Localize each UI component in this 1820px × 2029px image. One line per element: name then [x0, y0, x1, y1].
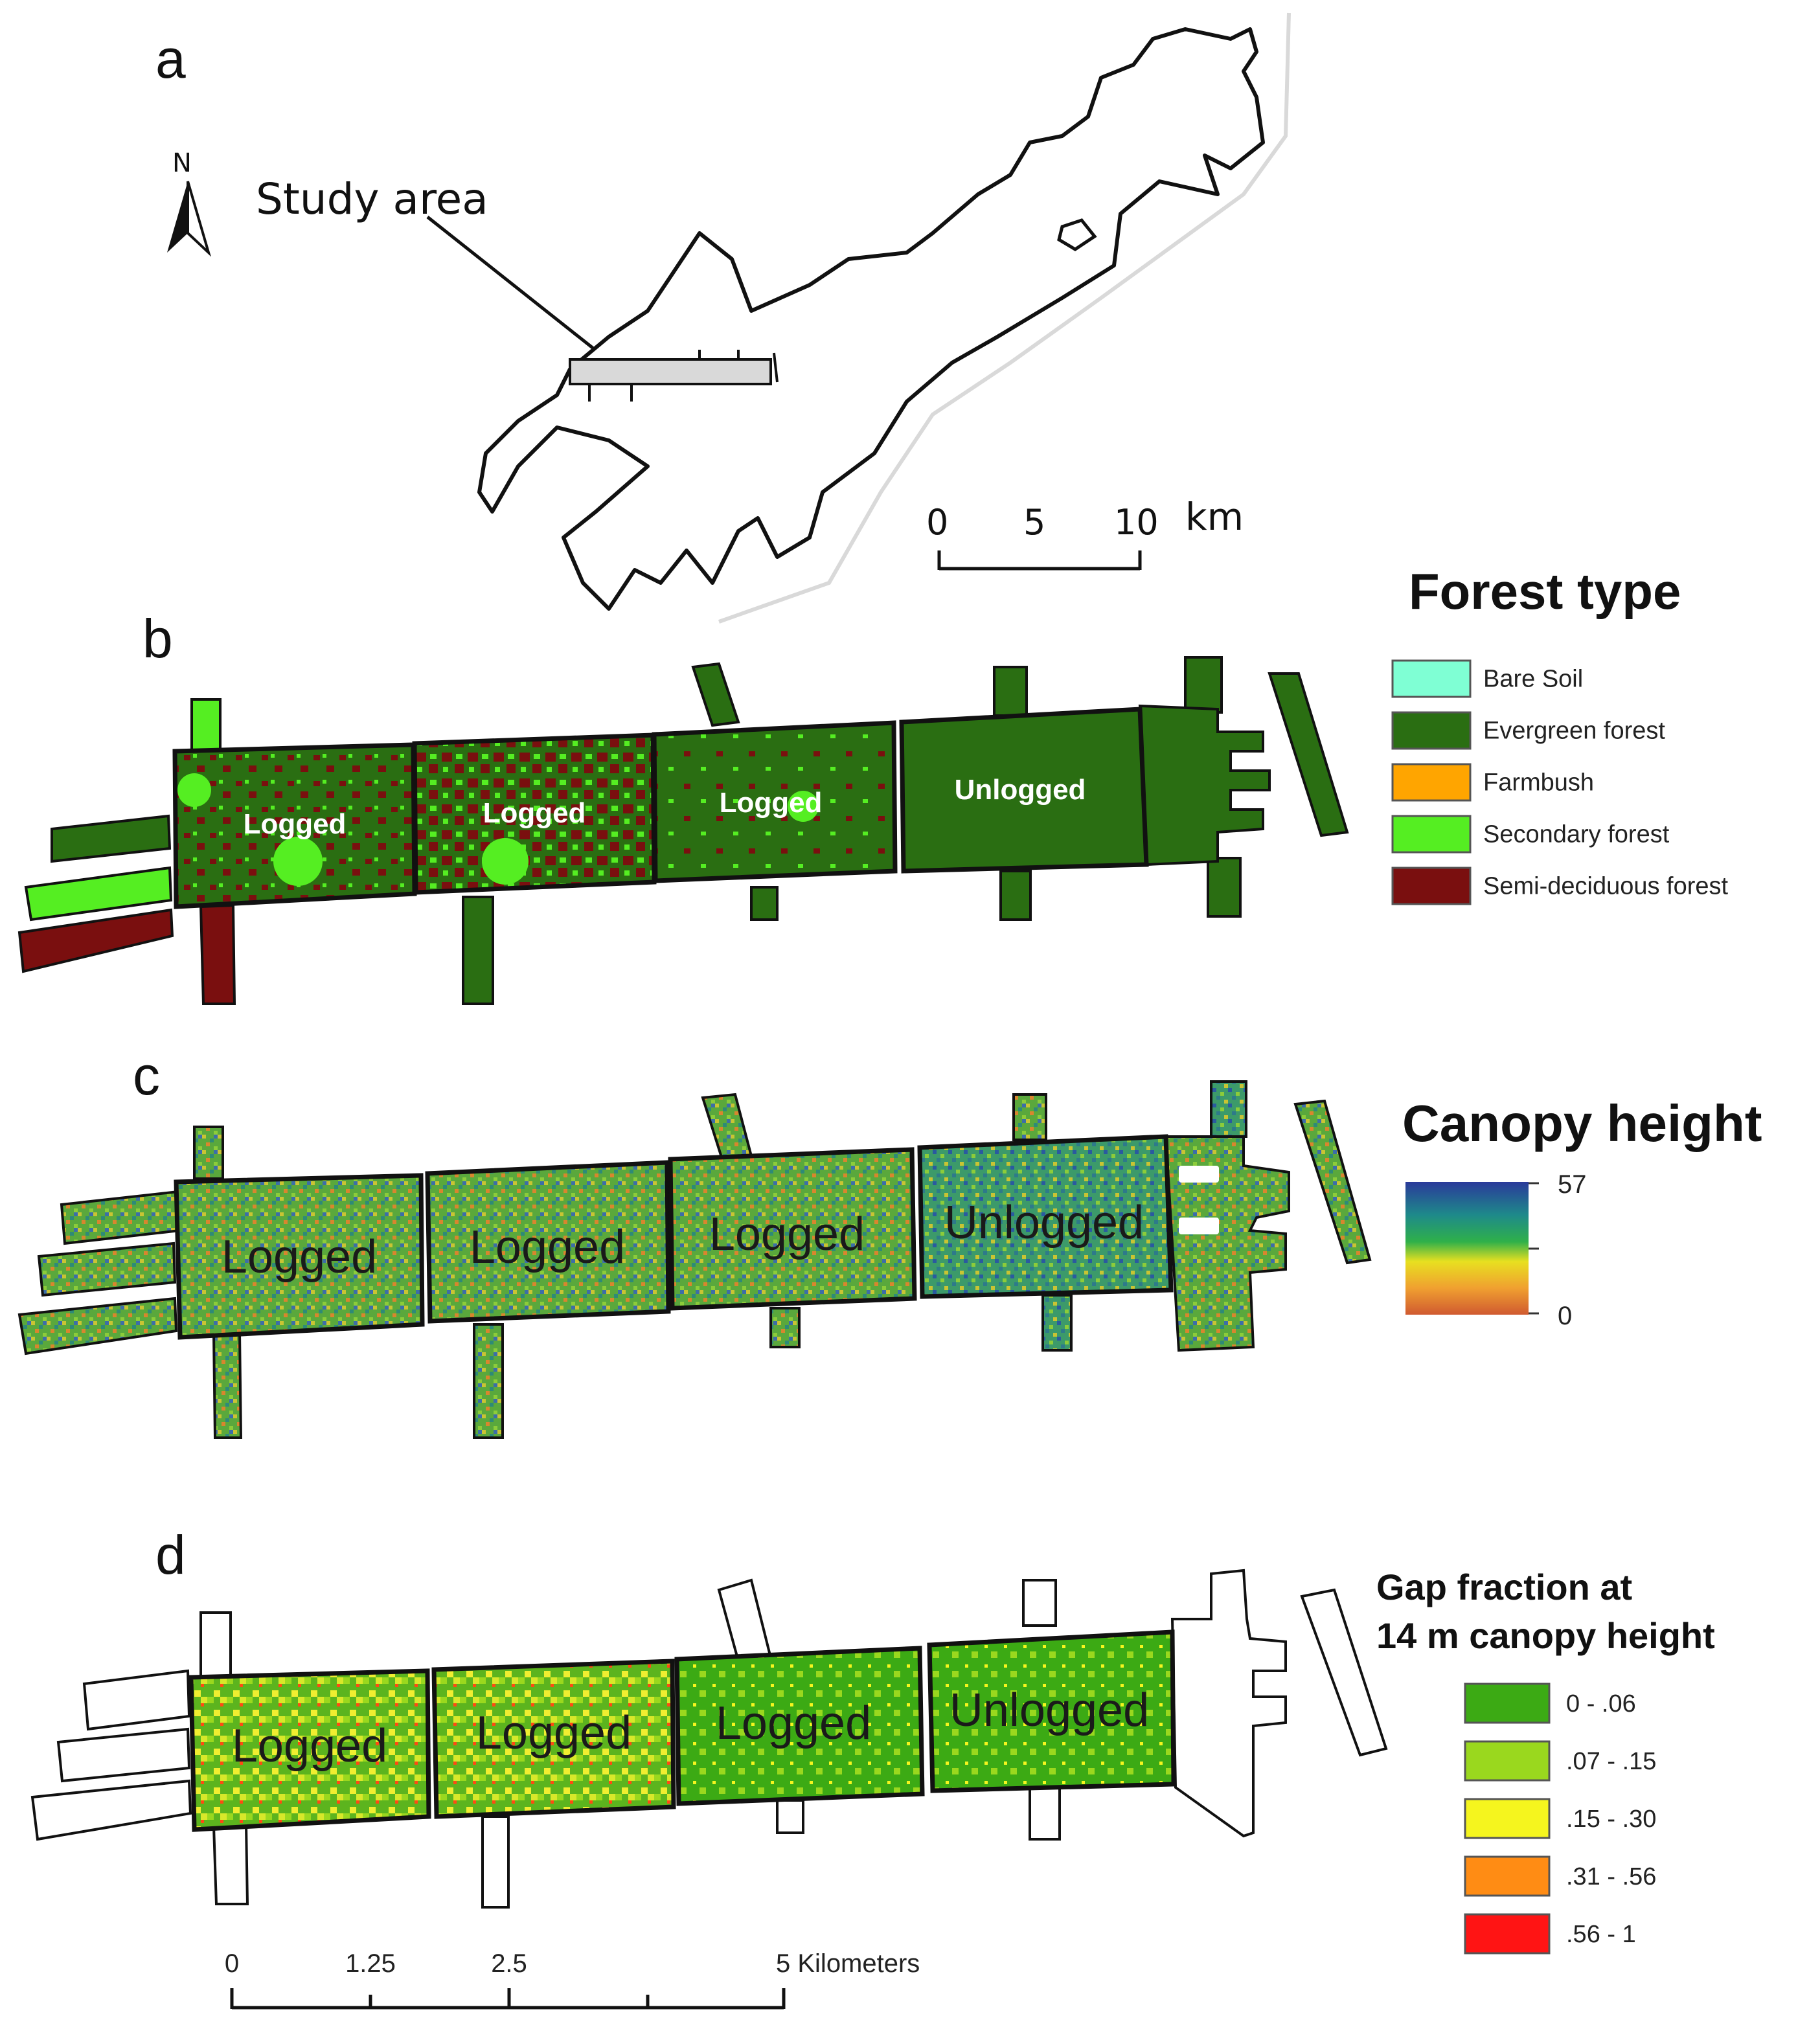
b-zone-label-1: Logged: [244, 808, 347, 840]
forest-type-legend-swatch-3: [1391, 815, 1472, 854]
gap-fraction-legend-swatch-4: [1464, 1913, 1551, 1955]
d-block-2: [431, 1659, 676, 1819]
panel-b-label: b: [142, 608, 173, 669]
b-block-3: [652, 720, 898, 883]
c-block-3: [668, 1147, 917, 1311]
forest-type-legend-swatch-2: [1391, 763, 1472, 802]
forest-type-legend-label-1: Evergreen forest: [1483, 717, 1665, 744]
gap-fraction-legend-label-0: 0 - .06: [1566, 1690, 1636, 1717]
forest-type-legend-title: Forest type: [1409, 563, 1681, 620]
gap-fraction-legend-swatch-0: [1464, 1683, 1551, 1724]
study-area-label: Study area: [256, 174, 488, 224]
study-area-pointer: [426, 216, 600, 354]
forest-type-legend-label-2: Farmbush: [1483, 769, 1594, 796]
c-block-4: [917, 1134, 1174, 1299]
gap-fraction-legend-label-2: .15 - .30: [1566, 1806, 1656, 1833]
forest-type-legend-label-4: Semi-deciduous forest: [1483, 872, 1729, 900]
forest-type-legend-swatch-0: [1391, 659, 1472, 698]
d-zone-label-4: Unlogged: [950, 1684, 1149, 1736]
region-outline: [477, 27, 1265, 611]
panel-d-label: d: [155, 1525, 186, 1585]
panel-a: a N Study area 0 5 1: [155, 12, 1291, 624]
c-block-2: [425, 1160, 671, 1324]
forest-type-legend-label-3: Secondary forest: [1483, 821, 1670, 848]
forest-type-legend-swatch-4: [1391, 867, 1472, 905]
north-arrow: N: [167, 148, 211, 257]
gap-fraction-legend-title-2: 14 m canopy height: [1376, 1615, 1715, 1656]
north-arrow-icon: [167, 181, 188, 253]
panel-c-label: c: [133, 1045, 160, 1106]
panel-d-scale-bar: 0 1.25 2.5 5 Kilometers: [225, 1949, 920, 2010]
c-zone-label-1: Logged: [222, 1231, 377, 1283]
panel-a-label: a: [155, 28, 186, 89]
c-block-1: [174, 1173, 425, 1340]
scale-d-tick-3: 5 Kilometers: [776, 1949, 920, 1978]
gap-fraction-legend-swatch-2: [1464, 1798, 1551, 1839]
canopy-height-min: 0: [1558, 1302, 1572, 1330]
canopy-height-colorbar: [1405, 1182, 1529, 1315]
north-arrow-letter: N: [172, 148, 192, 178]
b-block-4: [899, 707, 1149, 874]
panel-d: d Logged Logged Logged Unlogged Gap frac…: [30, 1525, 1715, 2010]
gap-fraction-legend-swatch-1: [1464, 1740, 1551, 1782]
scale-a-unit: km: [1185, 495, 1244, 539]
scale-d-tick-1: 1.25: [345, 1949, 396, 1978]
panel-c-map: [17, 1080, 1372, 1439]
gap-fraction-legend-title-1: Gap fraction at: [1376, 1567, 1632, 1607]
scale-a-tick-5: 5: [1023, 502, 1045, 543]
scale-a-tick-0: 0: [926, 502, 948, 543]
b-zone-label-2: Logged: [483, 797, 586, 829]
d-block-3: [674, 1646, 925, 1806]
c-zone-label-3: Logged: [709, 1208, 865, 1260]
scale-d-tick-0: 0: [225, 1949, 239, 1978]
c-zone-label-2: Logged: [470, 1221, 625, 1273]
scale-a-tick-10: 10: [1114, 502, 1159, 543]
study-area-strip: [569, 358, 772, 385]
panel-c: c Logged Logged Logged U: [17, 1045, 1762, 1439]
panel-a-scale-bar: 0 5 10 km: [926, 495, 1244, 571]
gap-fraction-legend-swatch-3: [1464, 1855, 1551, 1897]
d-block-1: [188, 1668, 431, 1832]
gap-fraction-legend-label-1: .07 - .15: [1566, 1748, 1656, 1775]
canopy-height-legend-title: Canopy height: [1402, 1094, 1762, 1152]
gap-fraction-legend-label-3: .31 - .56: [1566, 1863, 1656, 1890]
b-zone-label-4: Unlogged: [955, 774, 1086, 806]
d-block-4: [927, 1629, 1176, 1793]
coastline: [718, 12, 1291, 624]
scale-d-tick-2: 2.5: [491, 1949, 527, 1978]
canopy-height-max: 57: [1558, 1170, 1587, 1199]
d-zone-label-2: Logged: [476, 1707, 631, 1759]
d-zone-label-3: Logged: [716, 1697, 871, 1749]
gap-fraction-legend-label-4: .56 - 1: [1566, 1921, 1636, 1948]
forest-type-legend-label-0: Bare Soil: [1483, 665, 1583, 692]
panel-b: b: [17, 563, 1729, 1005]
forest-type-legend-swatch-1: [1391, 711, 1472, 750]
canopy-height-legend: Canopy height 57 0: [1402, 1094, 1762, 1330]
c-zone-label-4: Unlogged: [944, 1197, 1144, 1249]
panel-b-map: [17, 656, 1349, 1005]
b-zone-label-3: Logged: [720, 787, 823, 819]
panel-d-map: [30, 1569, 1388, 1909]
gap-fraction-legend: Gap fraction at 14 m canopy height 0 - .…: [1376, 1567, 1715, 1955]
d-zone-label-1: Logged: [232, 1720, 387, 1772]
